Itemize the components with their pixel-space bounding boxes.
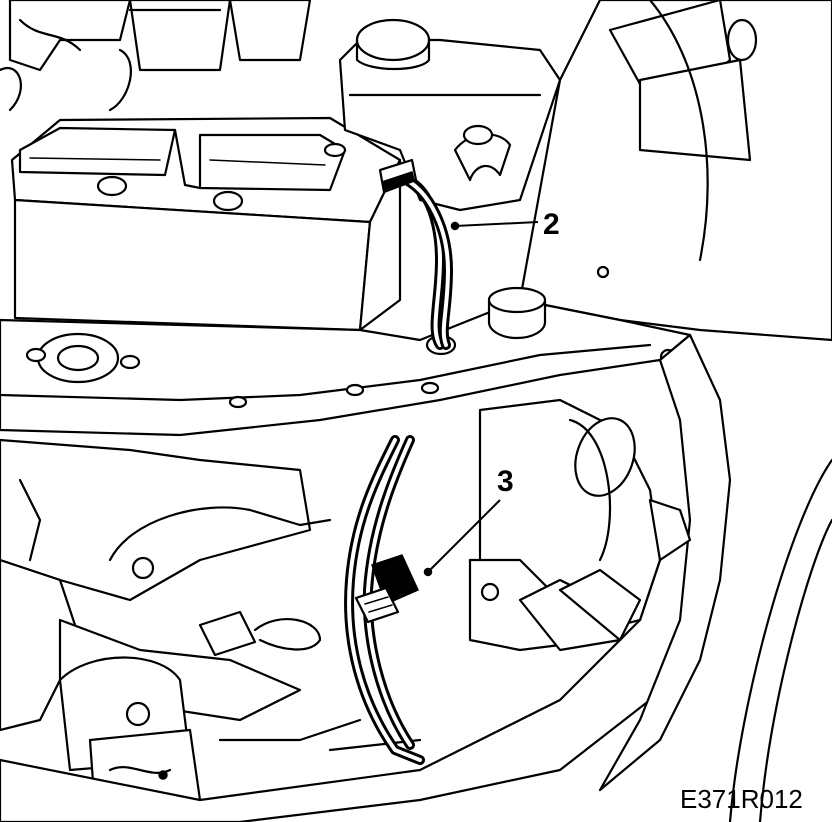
figure-reference-code: E371R012 [680, 784, 803, 814]
upper-engine-components [0, 0, 312, 112]
fluid-reservoir [338, 18, 562, 212]
callout-2: 2 [450, 208, 560, 241]
battery [10, 116, 402, 332]
cross-member [0, 286, 692, 437]
callout-3-label: 3 [497, 465, 514, 498]
fender-panel [518, 0, 832, 342]
headlamp-housing [468, 333, 832, 822]
wiring-harness [198, 158, 453, 765]
callout-2-label: 2 [543, 208, 560, 241]
lower-engine-components [0, 438, 702, 822]
callout-3: 3 [423, 465, 514, 577]
